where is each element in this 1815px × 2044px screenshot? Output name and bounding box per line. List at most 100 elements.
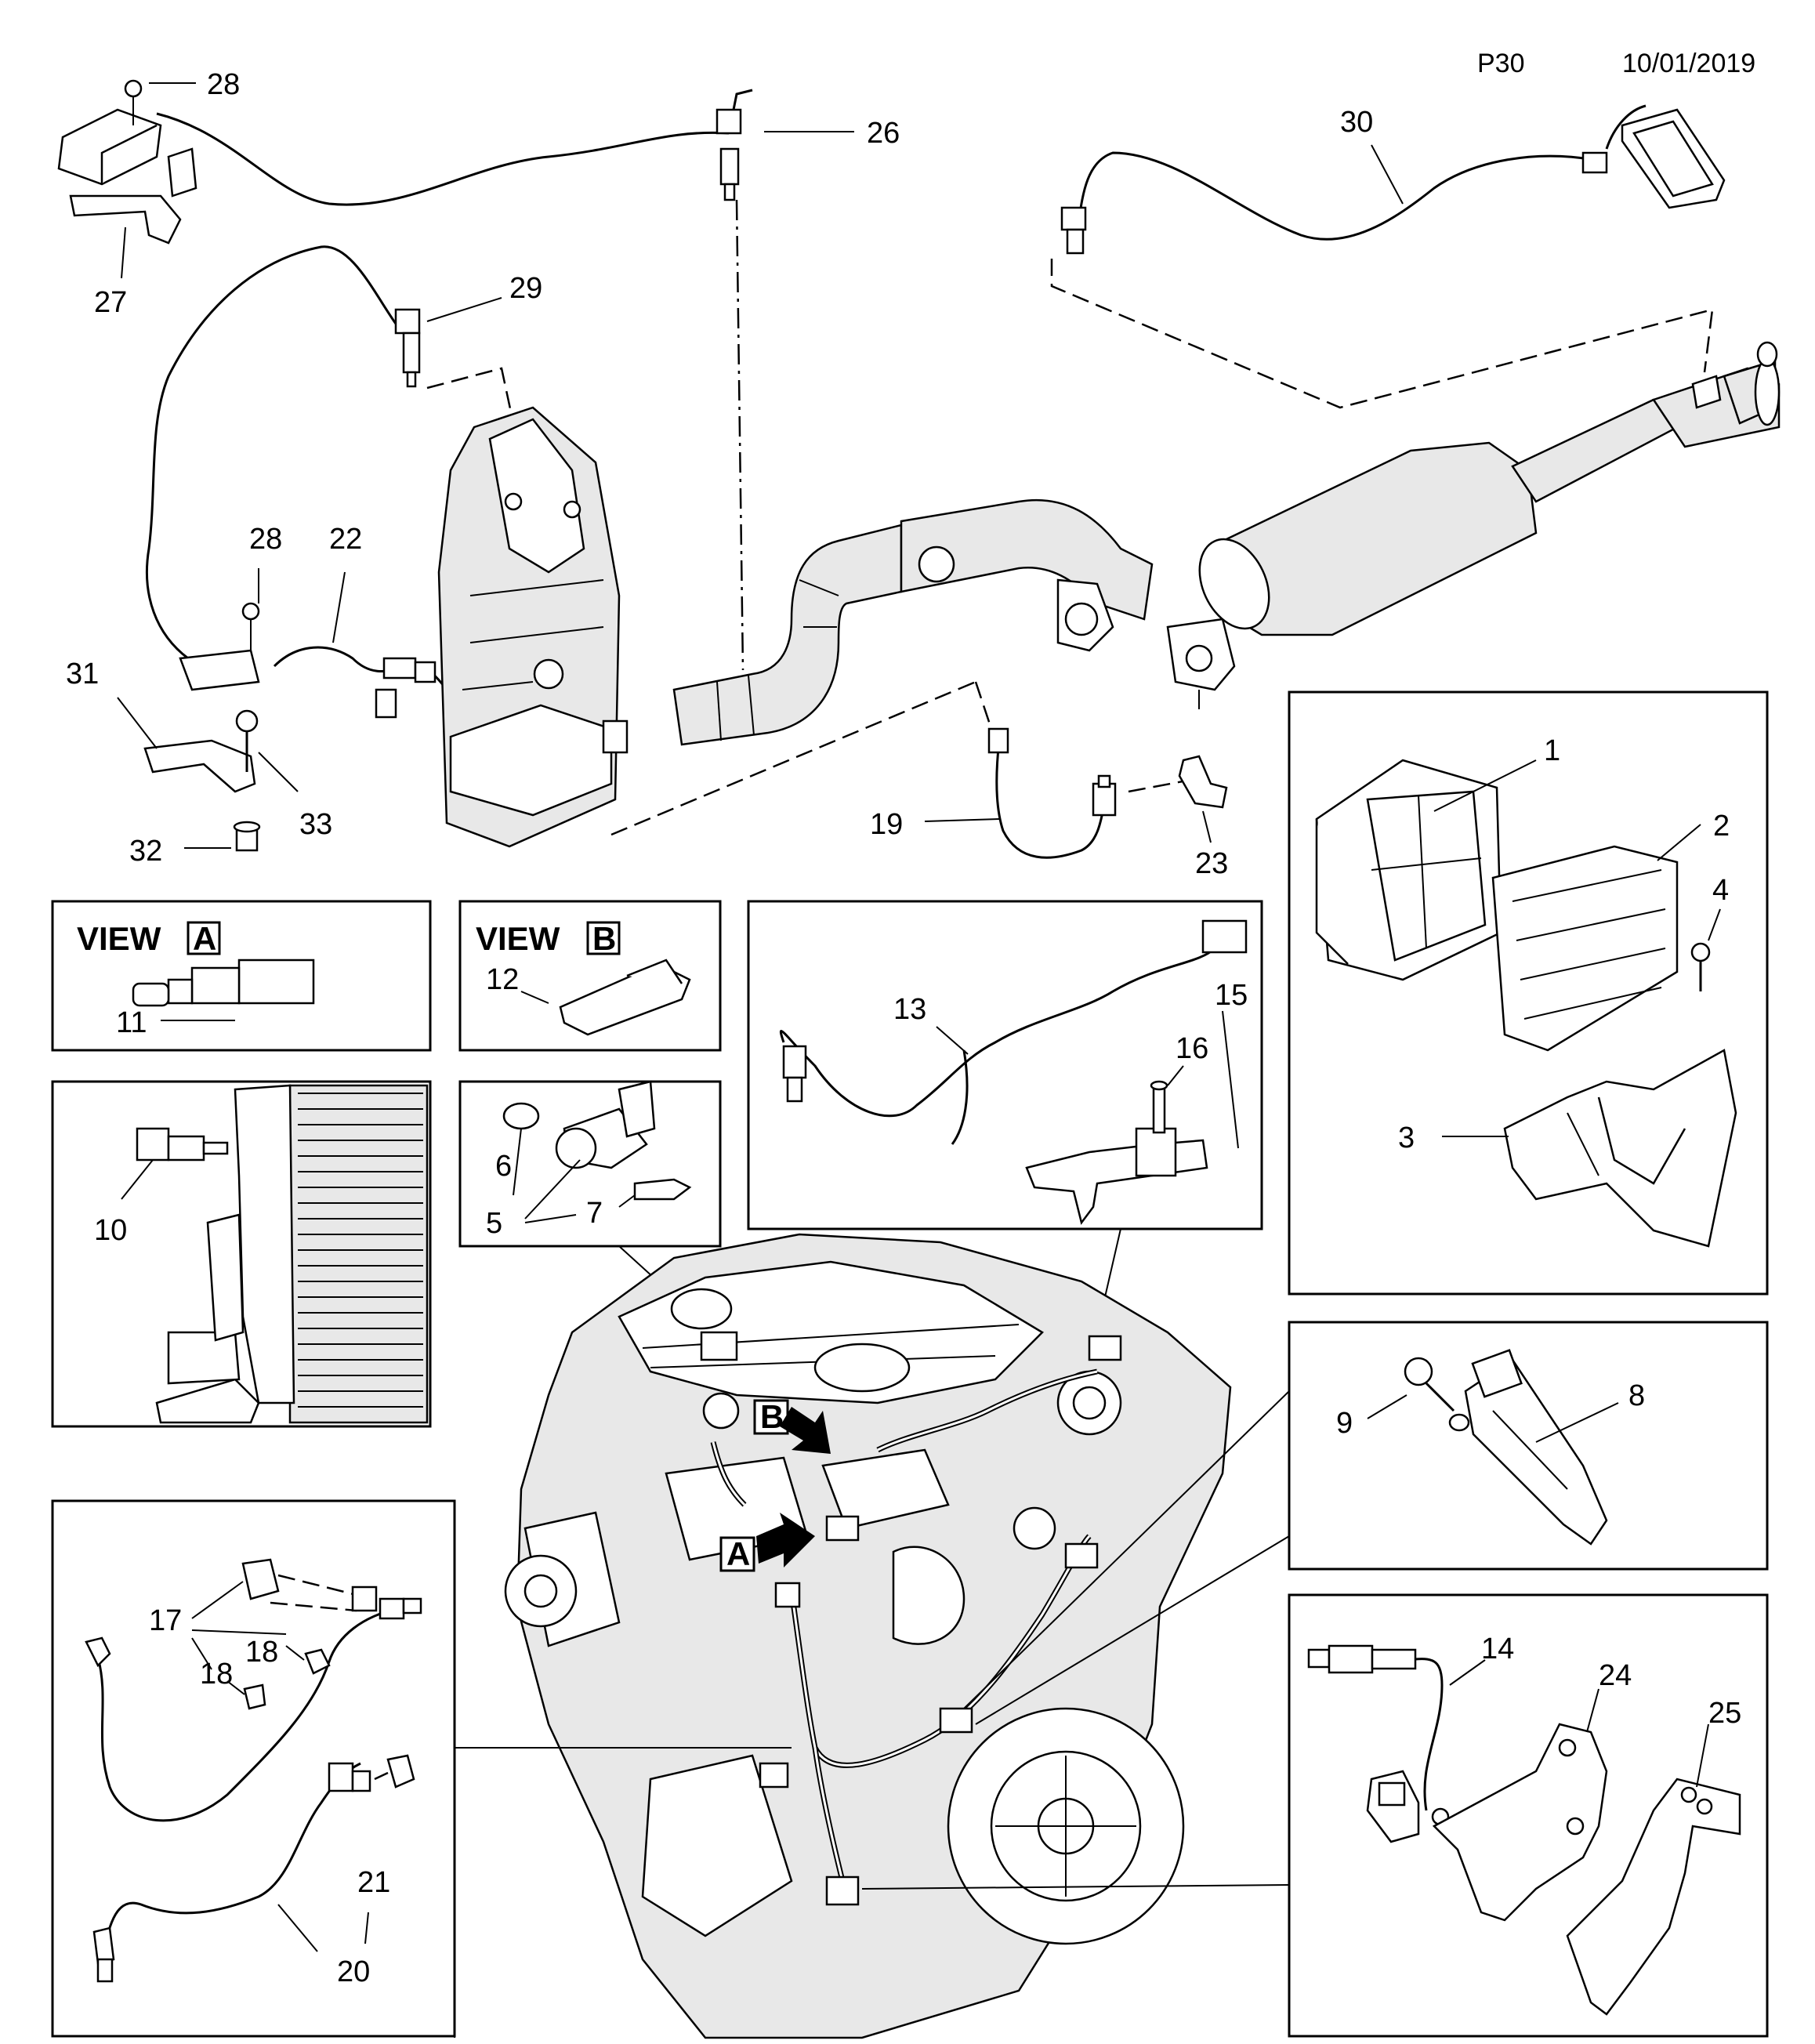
callout-21: 21	[357, 1866, 390, 1899]
clip-18b	[243, 1683, 266, 1710]
engine-control-module-1	[1315, 759, 1502, 981]
nox-sensor-module-right	[1581, 104, 1726, 209]
camshaft-sensor-5	[555, 1080, 656, 1169]
callout-19: 19	[870, 808, 903, 841]
nox-sensor-harness-30	[1076, 151, 1599, 241]
callout-12: 12	[486, 963, 519, 996]
harness-13-box	[747, 900, 1263, 1230]
oxygen-sensor-14-box	[1288, 1593, 1769, 2038]
leader-26-to-dpf	[735, 199, 744, 671]
coolant-temp-sensor-11	[132, 959, 315, 1007]
exhaust-pressure-sensor-8	[1464, 1349, 1608, 1546]
temp-sensor-17	[85, 1586, 422, 1822]
view-a-box	[51, 900, 432, 1052]
page-code: P30	[1477, 49, 1525, 78]
pressure-sensor-12	[559, 959, 691, 1036]
view-a-label: VIEW	[77, 920, 161, 957]
sensor-harness-19	[995, 740, 1107, 859]
coolant-sensor-10	[136, 1127, 229, 1162]
dashed-link-29	[426, 367, 515, 424]
callout-13: 13	[893, 993, 926, 1026]
marker-a-letter: A	[726, 1535, 750, 1572]
bracket-15	[1025, 1127, 1208, 1225]
callout-11: 11	[116, 1006, 147, 1039]
bolt-7	[633, 1178, 692, 1201]
nox-sensor-module-left	[57, 79, 197, 245]
callout-5: 5	[486, 1207, 502, 1240]
page-date: 10/01/2019	[1622, 49, 1755, 78]
bolt-16	[1150, 1080, 1168, 1134]
temp-sensors-box	[51, 1499, 456, 2038]
view-b-letter-box	[586, 921, 621, 955]
sensor-19	[987, 727, 1117, 817]
sensor-13-connector	[782, 919, 1248, 1103]
camshaft-sensor-box	[458, 1080, 722, 1248]
o-ring-6	[502, 1102, 540, 1130]
callout-27: 27	[94, 286, 127, 319]
clip-17-upper	[241, 1558, 280, 1600]
callout-31: 31	[66, 658, 99, 690]
callout-14: 14	[1481, 1633, 1514, 1665]
callout-22: 22	[329, 523, 362, 556]
callout-28-top: 28	[207, 68, 240, 101]
callout-20: 20	[337, 1955, 370, 1988]
particulate-filter	[437, 406, 629, 848]
callout-23: 23	[1195, 847, 1228, 880]
dashed-link-30	[1050, 259, 1714, 409]
callout-33: 33	[299, 808, 332, 841]
bracket-24	[1432, 1723, 1608, 1922]
callout-1: 1	[1544, 734, 1560, 767]
oxygen-sensor-30	[1060, 206, 1087, 255]
oxygen-sensor-26	[715, 89, 753, 201]
bolt-33	[235, 709, 259, 772]
callout-2: 2	[1713, 810, 1730, 843]
callout-8: 8	[1628, 1379, 1645, 1412]
callout-32: 32	[129, 835, 162, 868]
marker-a-box	[719, 1536, 755, 1572]
oxygen-sensor-14	[1307, 1644, 1450, 1843]
clip-18a	[304, 1648, 331, 1675]
marker-b-arrow	[780, 1407, 831, 1454]
nut-32	[233, 821, 261, 852]
callout-28-mid: 28	[249, 523, 282, 556]
clip-21	[386, 1754, 415, 1788]
callout-10: 10	[94, 1214, 127, 1247]
dashed-link-19	[610, 680, 976, 836]
ecm-cover-2	[1491, 845, 1679, 1052]
sensor-8-box	[1288, 1321, 1769, 1571]
callout-7: 7	[586, 1197, 603, 1230]
view-b-letter: B	[592, 920, 616, 957]
screw-4	[1690, 942, 1711, 991]
callout-4: 4	[1712, 874, 1729, 907]
callout-18-right: 18	[245, 1636, 278, 1669]
engine-assembly	[504, 1233, 1232, 2039]
sensor-22-connector	[375, 657, 437, 719]
view-a-letter: A	[193, 920, 216, 957]
marker-b-letter: B	[760, 1398, 784, 1435]
view-a-letter-box	[187, 921, 221, 955]
sensor-module-31	[143, 602, 260, 793]
callout-29: 29	[509, 272, 542, 305]
harness-connectors	[700, 1331, 1122, 1906]
callout-18-left: 18	[200, 1658, 233, 1691]
sensor-harness-29	[145, 245, 401, 660]
callout-17: 17	[149, 1604, 182, 1637]
marker-a-arrow	[756, 1513, 815, 1567]
callout-6: 6	[495, 1150, 512, 1183]
callout-26: 26	[867, 117, 900, 150]
view-b-box	[458, 900, 722, 1052]
temp-sensor-20	[92, 1762, 371, 1983]
bracket-23	[1178, 755, 1228, 809]
callout-9: 9	[1336, 1407, 1353, 1440]
bracket-25	[1566, 1778, 1741, 2016]
bolt-9	[1404, 1357, 1470, 1432]
view-b-label: VIEW	[476, 920, 560, 957]
callout-15: 15	[1215, 979, 1248, 1012]
sensor-harness-13	[779, 947, 1216, 1118]
radiator-box	[51, 1080, 432, 1428]
muffler	[1198, 341, 1781, 636]
oxygen-sensor-29	[394, 308, 421, 388]
callout-24: 24	[1599, 1659, 1632, 1692]
radiator	[155, 1084, 429, 1424]
